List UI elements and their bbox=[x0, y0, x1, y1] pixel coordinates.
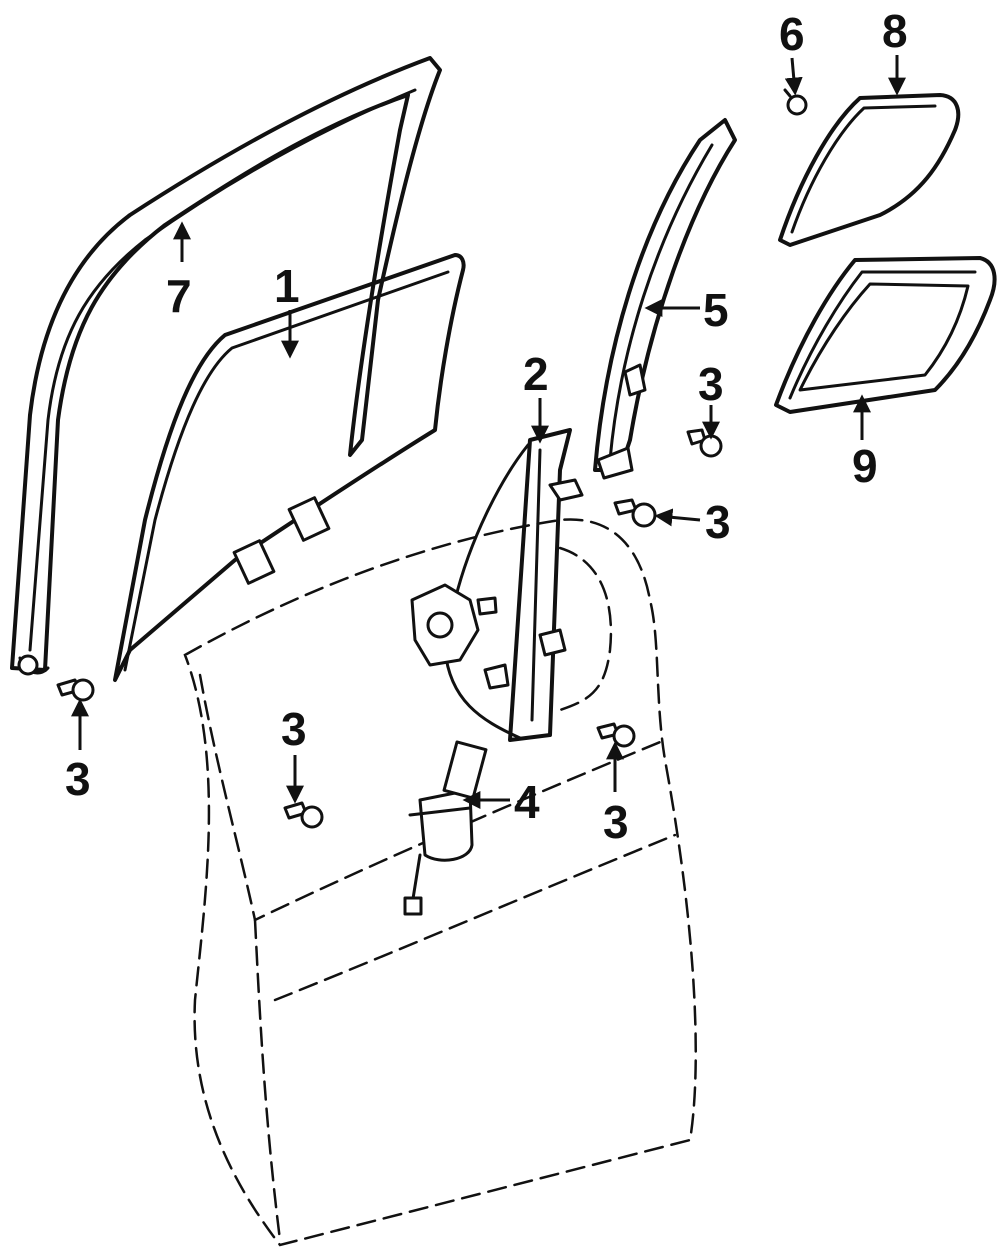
callout-run-channel-rear: 7 bbox=[166, 270, 192, 322]
callout-door-glass: 1 bbox=[274, 260, 300, 312]
callout-bolt-mid-right: 3 bbox=[705, 496, 731, 548]
run-channel-rear bbox=[10, 56, 442, 676]
bolt-lower-left-shape bbox=[56, 678, 95, 702]
bolt-upper-right-shape bbox=[686, 428, 723, 458]
callout-quarter-glass: 8 bbox=[882, 5, 908, 57]
clip-part bbox=[783, 88, 808, 116]
door-shell bbox=[183, 518, 698, 1247]
glass-channel-clip-1 bbox=[232, 539, 276, 585]
door-glass bbox=[113, 253, 466, 682]
callout-bolt-upper-right: 3 bbox=[698, 358, 724, 410]
callout-run-channel-front: 5 bbox=[703, 284, 729, 336]
regulator-motor bbox=[403, 740, 488, 916]
window-regulator bbox=[410, 428, 584, 742]
run-channel-front bbox=[593, 118, 737, 480]
callout-bolt-lower-left: 3 bbox=[65, 753, 91, 805]
callout-quarter-glass-seal: 9 bbox=[852, 440, 878, 492]
callout-bolt-center-left: 3 bbox=[281, 703, 307, 755]
sash-mount-tab bbox=[17, 654, 39, 676]
quarter-glass bbox=[778, 93, 961, 247]
bolt-center-left-shape bbox=[283, 801, 324, 829]
leader-lines bbox=[71, 55, 906, 809]
glass-channel-clip-2 bbox=[287, 496, 331, 542]
quarter-glass-seal bbox=[774, 256, 997, 414]
bolt-center-right-shape bbox=[596, 722, 636, 748]
callout-bolt-center-right: 3 bbox=[603, 796, 629, 848]
callout-regulator-motor: 4 bbox=[514, 776, 540, 828]
callout-window-regulator: 2 bbox=[523, 348, 549, 400]
callout-clip: 6 bbox=[779, 8, 805, 60]
bolt-mid-right-shape bbox=[613, 498, 657, 528]
